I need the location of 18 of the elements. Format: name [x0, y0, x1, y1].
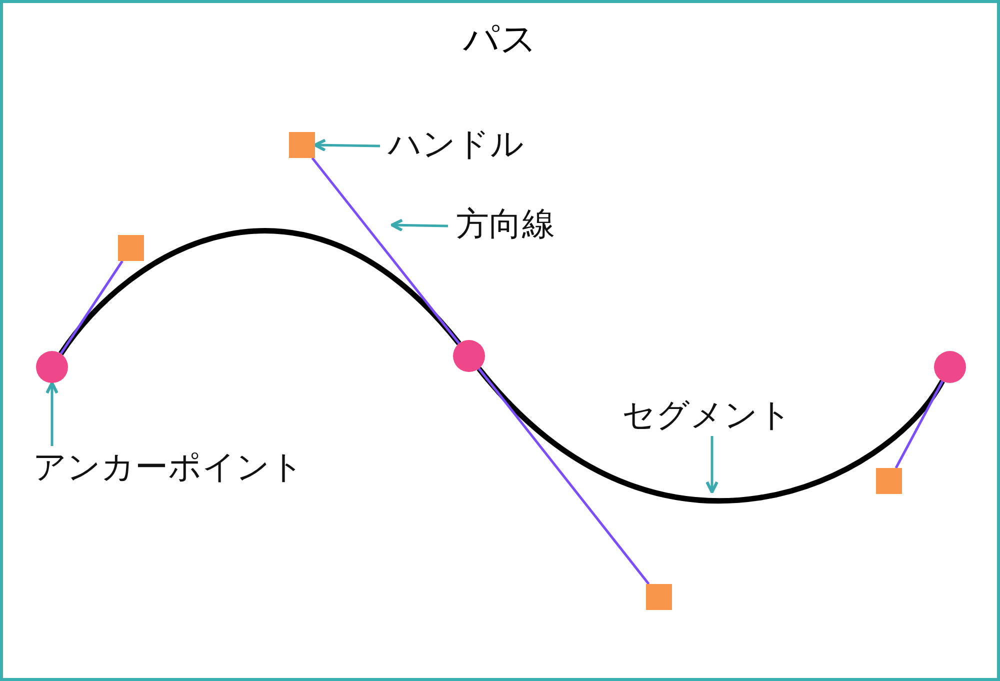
callout-label: セグメント [622, 398, 804, 436]
handle-square [289, 132, 315, 158]
leader-arrow [706, 436, 718, 494]
handle-square [646, 584, 672, 610]
handle-square [876, 468, 902, 494]
curve-segment [476, 366, 945, 504]
callout-label: アンカーポイント [33, 450, 325, 488]
anchor-point [453, 340, 485, 372]
callout-label: ハンドル [388, 127, 538, 165]
leader-arrow [390, 218, 448, 232]
diagram-title: パス [462, 22, 538, 58]
anchor-point [934, 351, 966, 383]
handle-square [118, 235, 144, 261]
anchor-point [36, 351, 68, 383]
callout-label: 方向線 [456, 207, 571, 245]
curve-segment [58, 228, 462, 356]
leader-arrow [314, 138, 380, 152]
leader-arrow [46, 382, 58, 446]
